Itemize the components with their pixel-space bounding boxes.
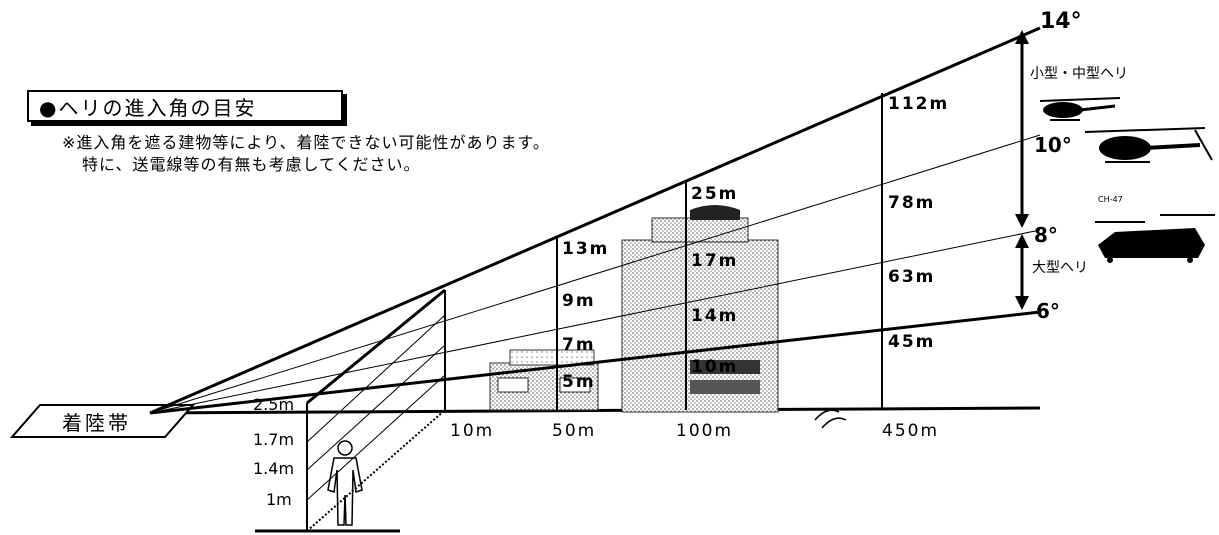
height-450-63m: 63m xyxy=(888,267,935,287)
caution-note-line1: ※進入角を遮る建物等により、着陸できない可能性があります。 xyxy=(62,133,550,152)
diagram-title: ●ヘリの進入角の目安 xyxy=(27,90,343,122)
approach-line-14deg xyxy=(149,26,1041,415)
caution-note: ※進入角を遮る建物等により、着陸できない可能性があります。 特に、送電線等の有無… xyxy=(62,132,550,176)
approach-line-10deg xyxy=(149,134,1041,414)
height-100-25m: 25m xyxy=(691,184,738,204)
small-helicopter-icon xyxy=(1039,97,1121,121)
angle-10-label: 10° xyxy=(1034,133,1072,157)
height-50-7m: 7m xyxy=(562,335,596,355)
landing-zone-label: 着陸帯 xyxy=(62,411,131,435)
heli-small-medium-label: 小型・中型ヘリ xyxy=(1030,66,1128,82)
landing-zone-shape xyxy=(9,404,196,438)
height-1-7m: 1.7m xyxy=(253,430,294,449)
angle-8-label: 8° xyxy=(1034,223,1058,247)
height-1-4m: 1.4m xyxy=(253,459,294,478)
tall-building xyxy=(621,205,779,413)
ch47-label: CH-47 xyxy=(1098,195,1123,204)
distance-100m: 100m xyxy=(676,421,733,441)
height-100-14m: 14m xyxy=(691,306,738,326)
small-building xyxy=(489,349,599,411)
distance-10m: 10m xyxy=(450,421,494,441)
angle-14-label: 14° xyxy=(1040,9,1082,34)
height-50-5m: 5m xyxy=(562,372,596,392)
height-450-112m: 112m xyxy=(888,94,949,114)
medium-helicopter-icon xyxy=(1084,127,1213,163)
approach-line-8deg xyxy=(149,229,1041,414)
angle-6-label: 6° xyxy=(1036,299,1060,323)
person-figure xyxy=(327,440,363,526)
height-450-45m: 45m xyxy=(888,332,935,352)
distance-50m: 50m xyxy=(552,421,596,441)
height-50-13m: 13m xyxy=(562,239,609,259)
break-mark xyxy=(814,409,847,429)
heli-large-label: 大型ヘリ xyxy=(1032,260,1088,276)
height-1m: 1m xyxy=(266,490,292,509)
height-100-17m: 17m xyxy=(691,251,738,271)
distance-450m: 450m xyxy=(882,421,939,441)
large-helicopter-icon xyxy=(1095,214,1215,263)
height-100-10m: 10m xyxy=(691,357,738,377)
caution-note-line2: 特に、送電線等の有無も考慮してください。 xyxy=(82,155,421,174)
approach-line-6deg xyxy=(149,310,1041,415)
height-50-9m: 9m xyxy=(562,291,596,311)
height-450-78m: 78m xyxy=(888,193,935,213)
height-2-5m: 2.5m xyxy=(253,395,294,414)
